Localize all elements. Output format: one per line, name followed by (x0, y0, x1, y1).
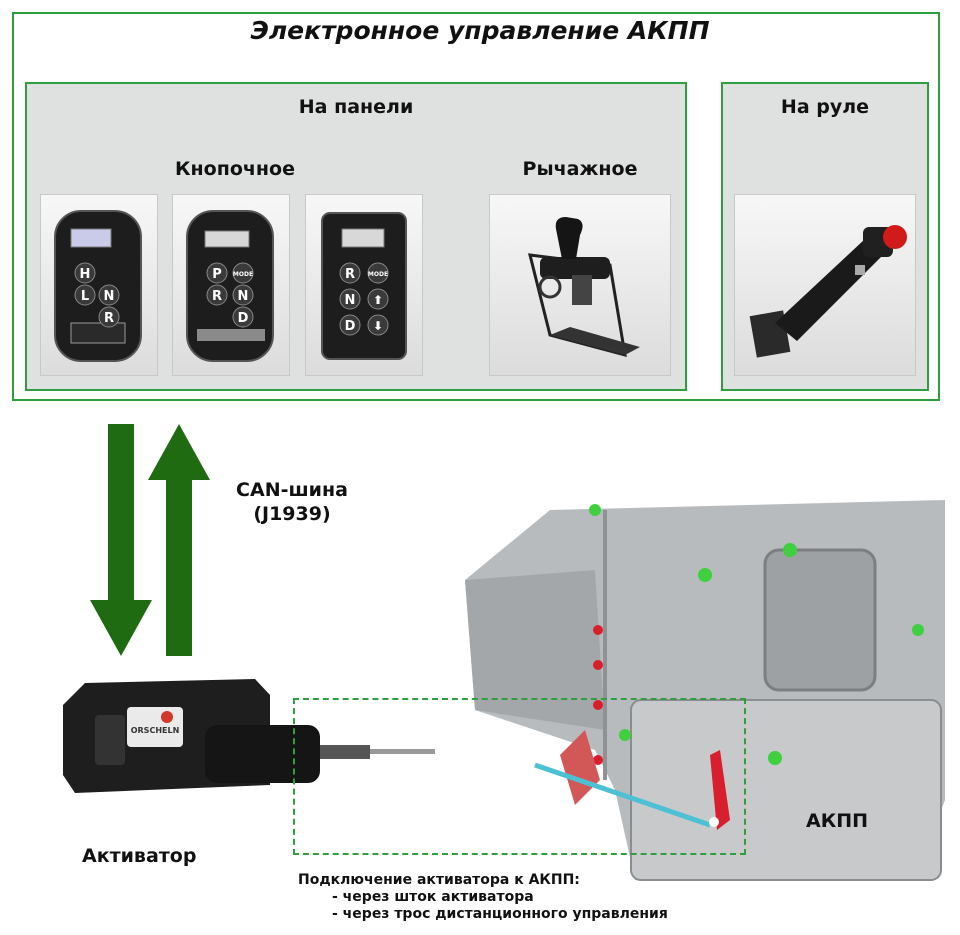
can-bus-label: CAN-шина (J1939) (222, 478, 362, 526)
btn-l: L (81, 289, 89, 304)
connection-item-cable: - через трос дистанционного управления (332, 906, 668, 922)
gearbox-label: АКПП (806, 810, 869, 832)
stalk-shifter-thumb (734, 194, 916, 376)
btn-h: H (80, 267, 91, 282)
push-button-shifter-image: R MODE N ⬆ D ⬇ (321, 212, 407, 360)
connection-item-rod: - через шток активатора (332, 889, 534, 905)
panel-heading: На панели (298, 96, 414, 118)
btn-r: R (104, 311, 114, 326)
push-button-shifter-image: P MODE R N D (186, 210, 274, 362)
btn-up: ⬆ (373, 293, 383, 307)
shifter-remote-2: P MODE R N D (172, 194, 290, 376)
btn-r: R (345, 267, 355, 282)
arrow-up-icon (148, 424, 210, 656)
arrow-down-icon (90, 424, 152, 656)
actuator-image: ORSCHELN (63, 679, 435, 793)
btn-mode: MODE (368, 271, 388, 278)
btn-mode: MODE (233, 271, 253, 278)
btn-n: N (104, 289, 115, 304)
btn-d: D (345, 319, 356, 334)
wheel-heading: На руле (780, 96, 870, 118)
btn-n: N (238, 289, 249, 304)
btn-n: N (345, 293, 356, 308)
btn-d: D (238, 311, 249, 326)
push-button-shifter-image: H L N R (54, 210, 142, 362)
shifter-remote-3: R MODE N ⬆ D ⬇ (305, 194, 423, 376)
btn-p: P (212, 267, 222, 282)
diagram-title: Электронное управление АКПП (250, 16, 710, 45)
can-bus-arrows (90, 424, 210, 656)
lever-heading: Рычажное (522, 158, 638, 180)
actuator-brand: ORSCHELN (131, 726, 180, 735)
gearbox-image (465, 500, 945, 881)
push-button-heading: Кнопочное (174, 158, 295, 180)
actuator-label: Активатор (82, 845, 197, 867)
shifter-remote-1: H L N R (40, 194, 158, 376)
connection-title: Подключение активатора к АКПП: (298, 872, 580, 888)
connection-note: Подключение активатора к АКПП: - через ш… (298, 872, 758, 923)
stalk-shifter-image (749, 225, 907, 358)
can-bus-line1: CAN-шина (236, 479, 348, 501)
lever-shifter-thumb (489, 194, 671, 376)
lever-shifter-image (528, 217, 640, 358)
connection-highlight (293, 698, 746, 855)
btn-r: R (212, 289, 222, 304)
can-bus-line2: (J1939) (253, 503, 331, 525)
btn-down: ⬇ (373, 319, 383, 333)
